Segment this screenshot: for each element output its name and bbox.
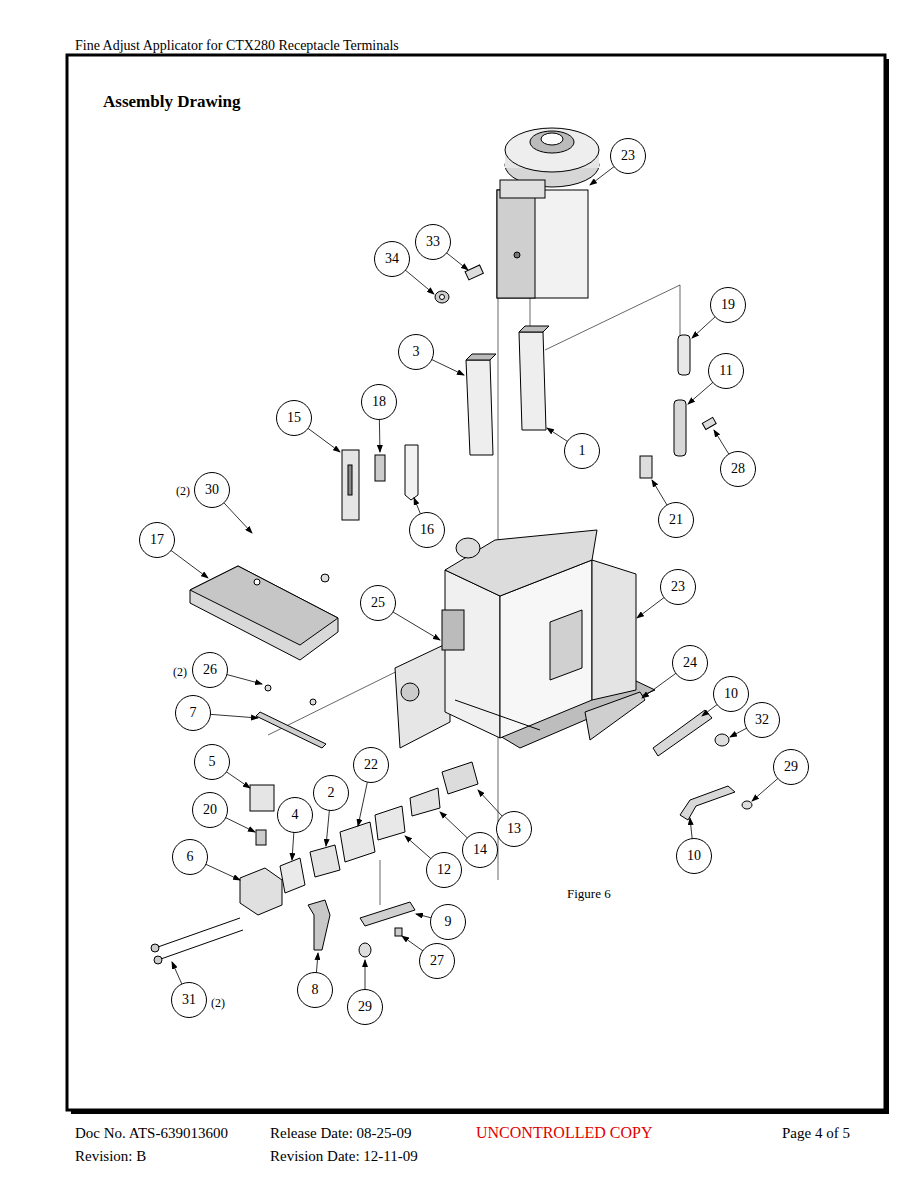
callout-circle: 30: [194, 472, 230, 508]
callout-circle: 1: [564, 433, 600, 469]
callout-number: 20: [203, 803, 217, 817]
callout-circle: 18: [361, 384, 397, 420]
quantity-note: (2): [211, 997, 225, 1010]
doc-number: Doc No. ATS-639013600: [75, 1125, 228, 1142]
callout-number: 28: [731, 462, 745, 476]
callout-circle: 27: [419, 943, 455, 979]
drawing-title: Assembly Drawing: [103, 93, 240, 112]
watermark: UNCONTROLLED COPY: [476, 1124, 652, 1142]
callout-number: 8: [312, 983, 319, 997]
callout-circle: 13: [496, 811, 532, 847]
callout-number: 32: [755, 713, 769, 727]
callout-number: 17: [150, 533, 164, 547]
release-date: Release Date: 08-25-09: [270, 1125, 412, 1142]
callout-number: 33: [426, 235, 440, 249]
callout-circle: 29: [347, 989, 383, 1025]
callout-circle: 10: [713, 676, 749, 712]
callout-circle: 19: [710, 287, 746, 323]
callout-number: 3: [413, 345, 420, 359]
callout-number: 1: [579, 444, 586, 458]
callout-number: 2: [328, 786, 335, 800]
callout-number: 13: [507, 822, 521, 836]
callout-number: 12: [437, 863, 451, 877]
callout-number: 11: [719, 364, 732, 378]
callout-circle: 23: [610, 138, 646, 174]
callout-number: 16: [420, 523, 434, 537]
callout-circle: 29: [773, 749, 809, 785]
callout-circle: 12: [426, 852, 462, 888]
revision-date: Revision Date: 12-11-09: [270, 1148, 418, 1165]
callout-number: 14: [473, 843, 487, 857]
callout-number: 4: [292, 808, 299, 822]
callout-circle: 23: [660, 569, 696, 605]
callout-circle: 15: [276, 400, 312, 436]
callout-number: 10: [687, 849, 701, 863]
quantity-note: (2): [176, 485, 190, 498]
callout-number: 29: [358, 1000, 372, 1014]
callout-number: 31: [182, 993, 196, 1007]
callout-circle: 17: [139, 522, 175, 558]
callout-number: 25: [371, 596, 385, 610]
callout-number: 5: [209, 755, 216, 769]
callout-circle: 26: [192, 652, 228, 688]
callout-circle: 4: [277, 797, 313, 833]
callout-number: 21: [669, 513, 683, 527]
callout-number: 23: [621, 149, 635, 163]
callout-circle: 14: [462, 832, 498, 868]
callout-number: 9: [445, 915, 452, 929]
callout-circle: 33: [415, 224, 451, 260]
callout-circle: 28: [720, 451, 756, 487]
callout-number: 23: [671, 580, 685, 594]
page-header: Fine Adjust Applicator for CTX280 Recept…: [75, 38, 399, 53]
callout-number: 26: [203, 663, 217, 677]
callout-circle: 3: [398, 334, 434, 370]
callout-number: 10: [724, 687, 738, 701]
quantity-note: (2): [173, 666, 187, 679]
callout-circle: 5: [194, 744, 230, 780]
callout-circle: 11: [708, 353, 744, 389]
callout-number: 34: [385, 252, 399, 266]
callout-number: 24: [683, 656, 697, 670]
callout-circle: 6: [172, 839, 208, 875]
revision: Revision: B: [75, 1148, 146, 1165]
page-number: Page 4 of 5: [782, 1125, 850, 1142]
callout-circle: 22: [353, 747, 389, 783]
callout-number: 18: [372, 395, 386, 409]
callout-number: 30: [205, 483, 219, 497]
callout-circle: 9: [430, 904, 466, 940]
callout-circle: 34: [374, 241, 410, 277]
callout-number: 29: [784, 760, 798, 774]
callout-circle: 31: [171, 982, 207, 1018]
callout-circle: 8: [297, 972, 333, 1008]
callout-circle: 21: [658, 502, 694, 538]
callout-circle: 10: [676, 838, 712, 874]
callout-number: 7: [190, 706, 197, 720]
callout-circle: 2: [313, 775, 349, 811]
callout-number: 15: [287, 411, 301, 425]
callout-number: 19: [721, 298, 735, 312]
figure-caption: Figure 6: [567, 887, 611, 901]
callout-circle: 24: [672, 645, 708, 681]
callout-circle: 32: [744, 702, 780, 738]
callout-circle: 7: [175, 695, 211, 731]
callout-number: 22: [364, 758, 378, 772]
callout-circle: 25: [360, 585, 396, 621]
callout-circle: 20: [192, 792, 228, 828]
callout-number: 6: [187, 850, 194, 864]
callout-number: 27: [430, 954, 444, 968]
callout-circle: 16: [409, 512, 445, 548]
